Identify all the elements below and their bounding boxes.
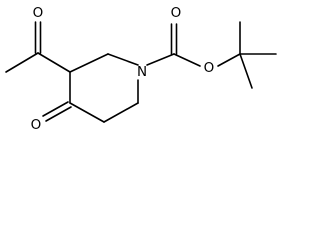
ring-nitrogen-label: N	[137, 64, 147, 80]
ketone-double-bond-a	[42, 101, 69, 117]
boc-group	[146, 21, 277, 89]
carbonyl-oxygen-label: O	[171, 5, 182, 21]
acetyl-methyl-bond	[5, 52, 39, 73]
carbonyl-to-ester-oxygen-bond	[173, 53, 201, 67]
ester-oxygen-label: O	[204, 60, 215, 76]
ketone-oxygen-label: O	[31, 117, 42, 133]
ring-bond-c5-c4	[69, 102, 105, 123]
acetyl-group	[5, 21, 71, 73]
ester-oxygen-to-tert-carbon-bond	[217, 53, 241, 67]
n-to-carbonyl-bond	[146, 53, 175, 66]
ring-bond-c2-n	[107, 53, 139, 66]
acetyl-to-ring-bond	[37, 52, 71, 73]
ring-bond-c3-c2	[69, 53, 109, 73]
ketone-group	[42, 101, 72, 122]
ketone-double-bond-b	[45, 106, 72, 122]
acetyl-oxygen-label: O	[33, 5, 44, 21]
piperidine-ring	[69, 53, 139, 123]
tert-butyl-methyl-down-bond	[239, 53, 253, 89]
chemical-structure-diagram: O O N O O	[5, 5, 277, 133]
ring-bond-c6-c5	[103, 102, 139, 123]
